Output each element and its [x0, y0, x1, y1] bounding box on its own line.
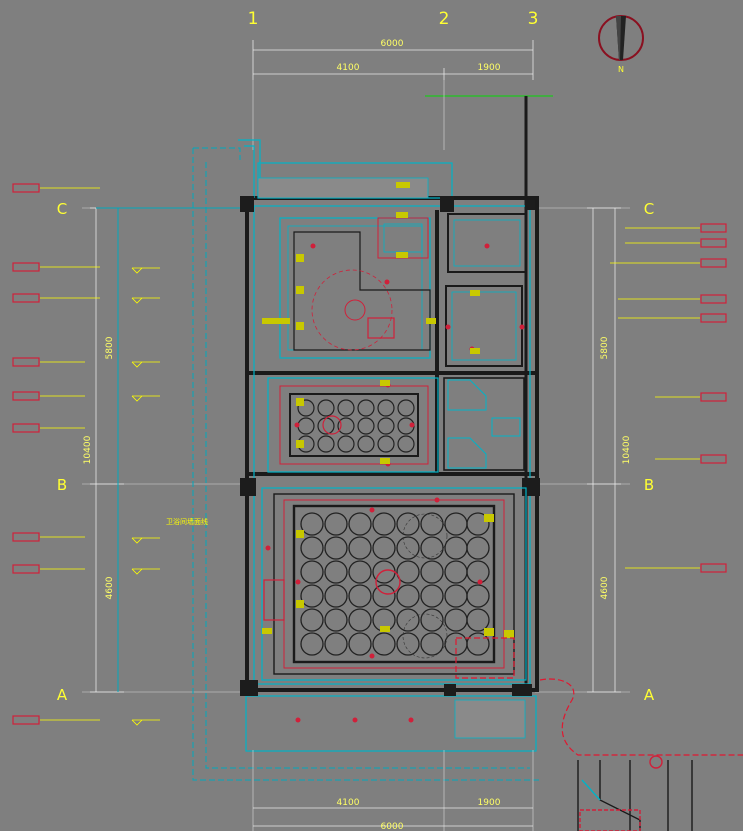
- grid-row-label-right: B: [644, 476, 654, 494]
- room-upper-right: [445, 213, 527, 367]
- dimension-top-right: 1900: [478, 63, 501, 73]
- center-note: 卫浴间墙面线: [166, 517, 208, 526]
- dimension-right-upper: 5800: [600, 336, 610, 359]
- grid-column-label: 1: [248, 9, 259, 29]
- wall-inner-cyan: [238, 139, 537, 752]
- left-dimension-chain: [90, 207, 124, 693]
- grid-column-label: 2: [439, 9, 450, 29]
- dimension-bottom-right: 1900: [478, 798, 501, 808]
- top-dimension-lines: [252, 40, 534, 80]
- dimension-top-total: 6000: [381, 39, 404, 49]
- light-fixture-dots: [265, 243, 525, 723]
- grid-row-label-left: B: [57, 476, 67, 494]
- compass-letter: N: [618, 65, 624, 74]
- left-annotation-tags: [12, 183, 100, 725]
- dimension-left-lower: 4600: [105, 576, 115, 599]
- dimension-left-upper: 5800: [105, 336, 115, 359]
- outer-outline: [96, 147, 540, 781]
- dimension-top-left: 4100: [337, 63, 360, 73]
- dimension-left-mid: 10400: [83, 435, 93, 464]
- bottom-hatched-area: [454, 699, 526, 739]
- grid-row-label-left: C: [57, 200, 67, 218]
- right-annotation-tags: [610, 223, 727, 573]
- level-marks-left: [131, 267, 160, 726]
- detail-callout: [455, 637, 743, 756]
- room-middle: [267, 377, 439, 473]
- north-arrow-icon: N: [598, 15, 644, 74]
- structural-columns: [240, 196, 540, 696]
- bottom-extension-lines: [252, 750, 534, 831]
- grid-row-label-right: C: [644, 200, 654, 218]
- grid-column-label: 3: [528, 9, 539, 29]
- grid-row-label-right: A: [644, 686, 655, 704]
- grid-row-label-left: A: [57, 686, 68, 704]
- detail-fragment: [577, 755, 693, 831]
- room-middle-right: [443, 377, 525, 471]
- right-dimension-chain: [587, 207, 621, 693]
- dimension-bottom-left: 4100: [337, 798, 360, 808]
- dimension-right-lower: 4600: [600, 576, 610, 599]
- plan-yellow-tags: [262, 182, 514, 638]
- dimension-bottom-total: 6000: [381, 822, 404, 831]
- top-hatched-area: [257, 177, 429, 199]
- dimension-right-mid: 10400: [622, 435, 632, 464]
- bottom-dimension-lines: [253, 807, 533, 827]
